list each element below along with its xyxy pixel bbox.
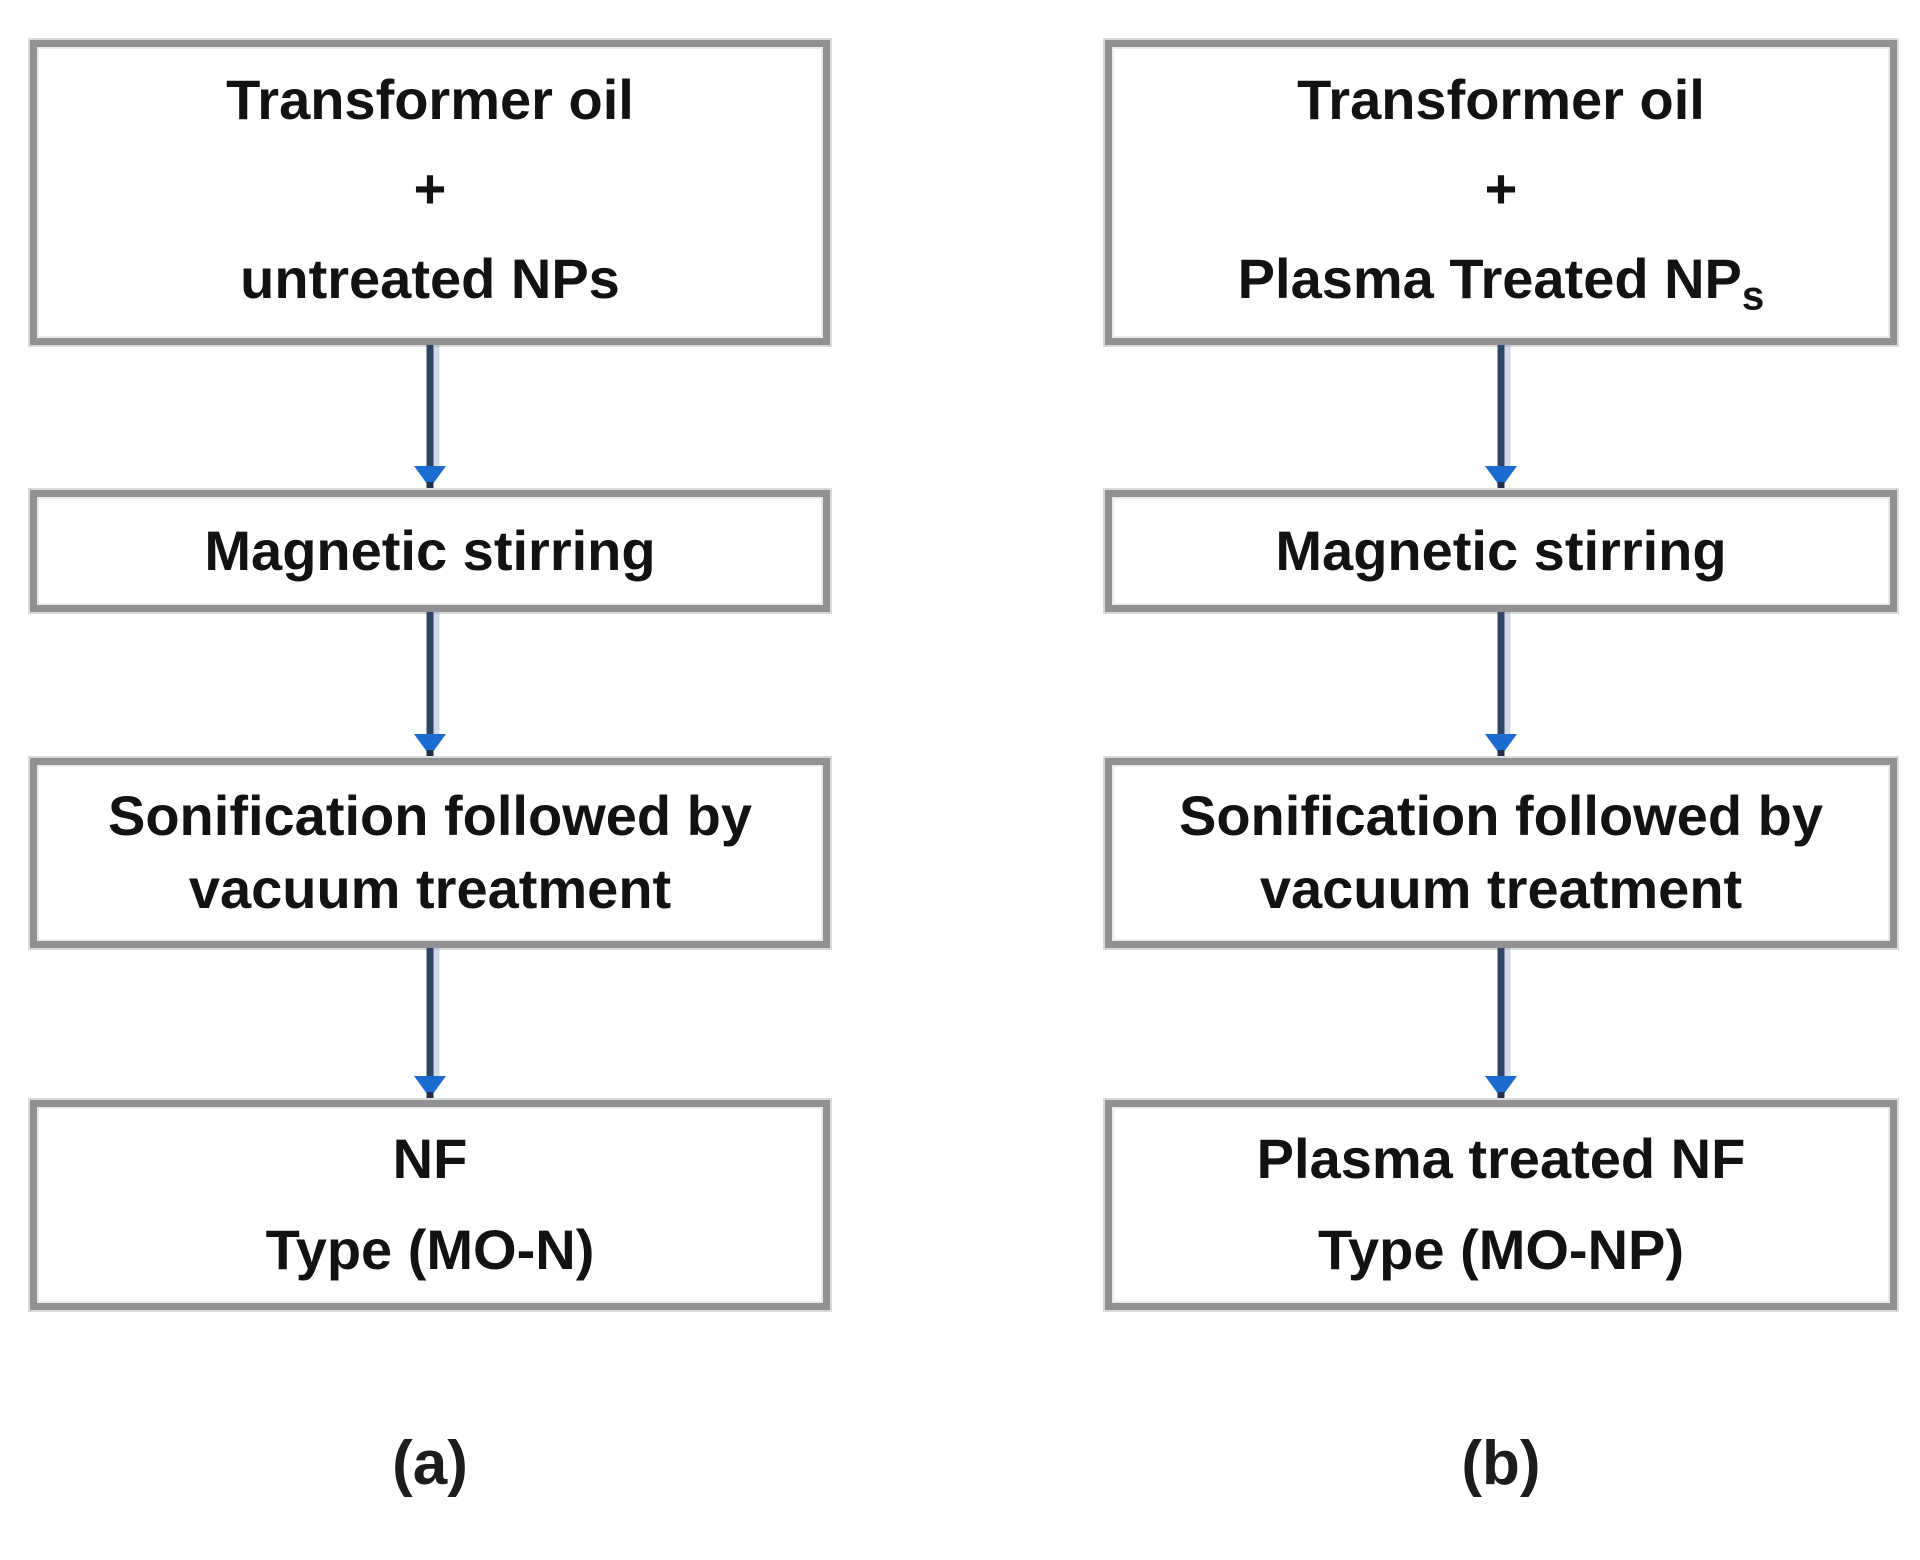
box-text-line: Transformer oil <box>1297 67 1705 131</box>
arrow-shaft <box>426 948 434 1084</box>
down-arrow <box>1479 612 1523 758</box>
box-text-line: Plasma treated NF <box>1256 1127 1746 1191</box>
flow-a-box-oil-plus-untreated-nps: Transformer oil + untreated NPs <box>30 40 830 345</box>
arrow-tip <box>426 1092 434 1100</box>
arrow-head-icon <box>414 466 446 488</box>
arrow-tip <box>1497 1092 1505 1100</box>
box-text-line: Sonification followed by <box>1179 784 1823 848</box>
box-text-line: NF <box>392 1127 468 1191</box>
down-arrow <box>408 345 452 490</box>
flow-b-box-plasma-treated-nf-type-mo-np: Plasma treated NF Type (MO-NP) <box>1105 1100 1897 1310</box>
arrow-head-icon <box>1485 734 1517 756</box>
arrow-tip <box>426 750 434 758</box>
arrow-head-icon <box>414 734 446 756</box>
plus-sign: + <box>1484 157 1518 221</box>
box-text-line: vacuum treatment <box>188 857 672 920</box>
down-arrow <box>1479 345 1523 490</box>
arrow-shaft <box>426 612 434 742</box>
arrow-head-icon <box>414 1076 446 1098</box>
arrow-tip <box>1497 750 1505 758</box>
box-text-main: untreated NPs <box>240 246 620 310</box>
box-text-line: vacuum treatment <box>1259 857 1743 920</box>
box-text-main: Plasma Treated NP <box>1237 246 1742 310</box>
down-arrow <box>408 948 452 1100</box>
arrow-shaft <box>1497 612 1505 742</box>
box-text-line: Type (MO-N) <box>265 1218 595 1281</box>
box-text-line: Plasma Treated NPs <box>1112 243 1890 322</box>
subfigure-caption-a: (a) <box>392 1429 468 1498</box>
down-arrow <box>408 612 452 758</box>
arrow-head-icon <box>1485 466 1517 488</box>
arrow-shaft <box>426 345 434 474</box>
flow-a-box-magnetic-stirring: Magnetic stirring <box>30 490 830 612</box>
flow-a-box-nf-type-mo-n: NF Type (MO-N) <box>30 1100 830 1310</box>
box-text-line: Sonification followed by <box>108 784 752 848</box>
flow-b-box-magnetic-stirring: Magnetic stirring <box>1105 490 1897 612</box>
flow-b-box-sonification-vacuum: Sonification followed by vacuum treatmen… <box>1105 758 1897 948</box>
box-text-line: Magnetic stirring <box>1275 518 1727 582</box>
box-text-subscript: s <box>1741 271 1765 318</box>
arrow-shaft <box>1497 948 1505 1084</box>
arrow-tip <box>1497 482 1505 490</box>
plus-sign: + <box>413 157 447 221</box>
flow-b-box-oil-plus-plasma-treated-nps: Transformer oil + Plasma Treated NPs <box>1105 40 1897 345</box>
subfigure-caption-b: (b) <box>1461 1429 1541 1498</box>
box-text-line: Transformer oil <box>226 67 634 131</box>
down-arrow <box>1479 948 1523 1100</box>
box-text-line: Type (MO-NP) <box>1317 1218 1685 1281</box>
arrow-head-icon <box>1485 1076 1517 1098</box>
box-text-line: Magnetic stirring <box>204 518 656 582</box>
box-text-line: untreated NPs <box>37 243 823 322</box>
flow-a-box-sonification-vacuum: Sonification followed by vacuum treatmen… <box>30 758 830 948</box>
arrow-tip <box>426 482 434 490</box>
arrow-shaft <box>1497 345 1505 474</box>
